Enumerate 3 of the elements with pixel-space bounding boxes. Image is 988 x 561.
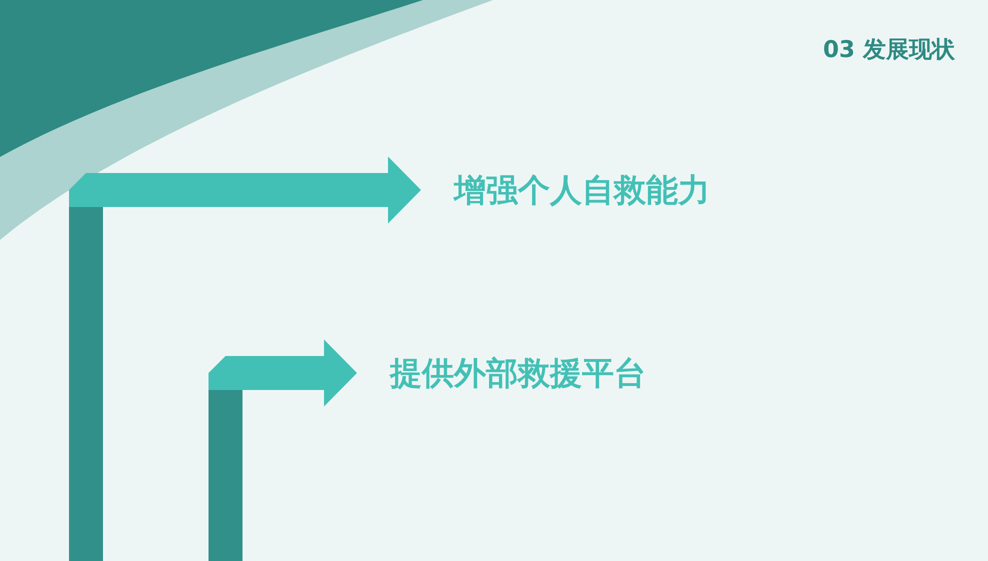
slide-title: 03 发展现状: [822, 39, 955, 62]
item-label: 增强个人自救能力: [454, 174, 710, 206]
item-label: 提供外部救援平台: [390, 357, 646, 389]
